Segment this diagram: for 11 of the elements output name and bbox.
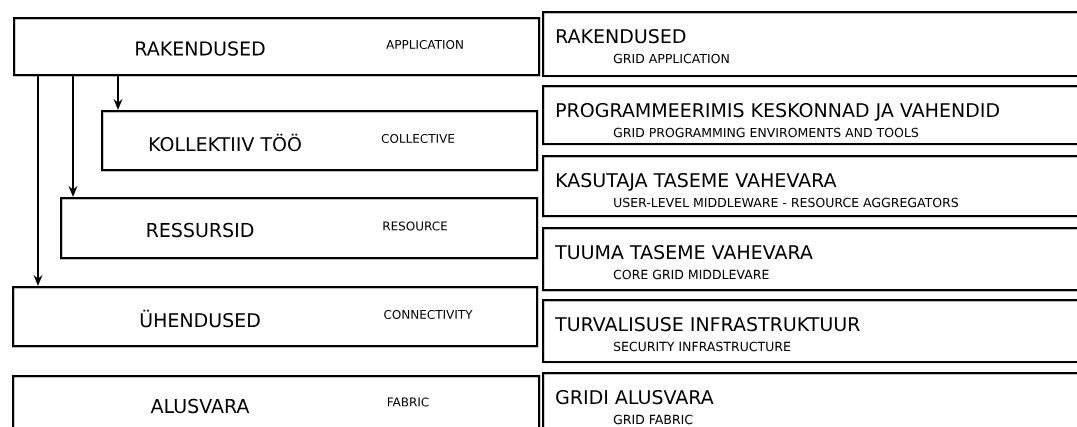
layer-box: RAKENDUSED GRID APPLICATION bbox=[542, 11, 1077, 78]
layer-box: RESSURSID RESOURCE bbox=[60, 197, 539, 260]
layer-box: KASUTAJA TASEME VAHEVARA USER-LEVEL MIDDLEWARE - RESOURCE AGGREGATORS bbox=[542, 155, 1077, 218]
layer-box: KOLLEKTIIV TÖÖ COLLECTIVE bbox=[101, 110, 539, 172]
layer-box: ÜHENDUSED CONNECTIVITY bbox=[12, 285, 539, 348]
layer-box: GRIDI ALUSVARA GRID FABRIC bbox=[542, 371, 1077, 427]
layer-box: TUUMA TASEME VAHEVARA CORE GRID MIDDLEVARE bbox=[542, 227, 1077, 292]
layer-box: TURVALISUSE INFRASTRUKTUUR SECURITY INFRASTRUCTURE bbox=[542, 299, 1077, 364]
layer-box: RAKENDUSED APPLICATION bbox=[13, 17, 541, 77]
layer-box: PROGRAMMEERIMIS KESKONNAD JA VAHENDID GRID PROGRAMMING ENVIROMENTS AND TOOLS bbox=[542, 85, 1077, 146]
layer-box: ALUSVARA FABRIC bbox=[12, 375, 541, 427]
